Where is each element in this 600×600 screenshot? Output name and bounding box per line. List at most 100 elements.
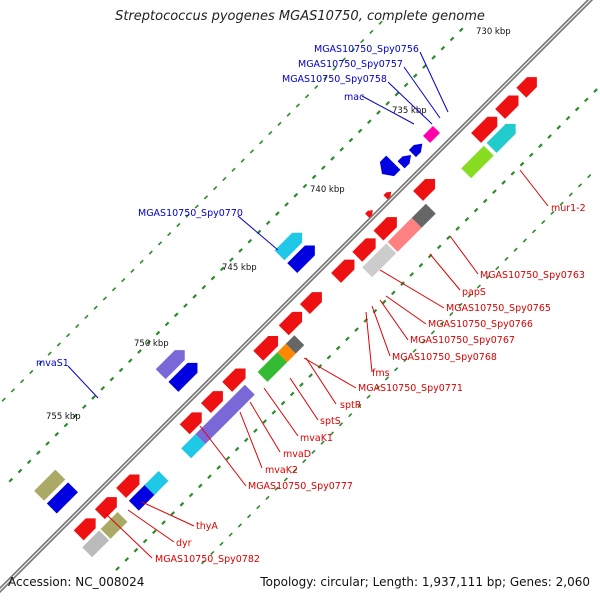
gene-label-spts[interactable]: sptS: [320, 416, 341, 427]
tick-mark: [26, 459, 32, 465]
tick-mark: [510, 170, 516, 176]
tick-mark: [409, 272, 415, 277]
gene-red-8: [300, 292, 322, 315]
gene-paps: [387, 217, 422, 252]
tick-mark: [201, 284, 207, 290]
gene-label-spy0756[interactable]: MGAS10750_Spy0756: [314, 44, 419, 55]
tick-mark: [384, 376, 390, 381]
gene-mvas1: [155, 350, 185, 380]
tick-mark: [238, 248, 243, 253]
tick-mark: [335, 345, 341, 351]
gene-label-mvas1[interactable]: mvaS1: [36, 358, 69, 369]
tick-mark: [17, 468, 23, 474]
gene-label-spy0765[interactable]: MGAS10750_Spy0765: [446, 303, 551, 314]
tick-mark: [317, 364, 323, 369]
gene-label-sptr[interactable]: sptR: [340, 400, 362, 411]
tick-mark: [1, 397, 6, 402]
gene-label-dyr[interactable]: dyr: [176, 538, 192, 549]
gene-label-paps[interactable]: papS: [462, 287, 486, 298]
tick-mark: [142, 538, 148, 544]
connector-spy0771: [303, 357, 357, 389]
tick-mark: [391, 290, 396, 296]
tick-mark: [283, 477, 288, 482]
gene-label-thya[interactable]: thyA: [196, 521, 218, 532]
connector-mac: [361, 95, 415, 125]
tick-mark: [130, 268, 135, 274]
gene-label-spy0782[interactable]: MGAS10750_Spy0782: [155, 554, 260, 565]
gene-red-7: [278, 311, 303, 336]
tick-mark: [528, 152, 534, 158]
gene-label-spy0770[interactable]: MGAS10750_Spy0770: [138, 208, 243, 219]
gene-label-spy0767[interactable]: MGAS10750_Spy0767: [410, 335, 515, 346]
tick-mark: [403, 357, 408, 363]
gene-label-mur1-2[interactable]: mur1-2: [551, 203, 586, 214]
gene-blue-3: [168, 362, 198, 392]
gene-label-spy0763[interactable]: MGAS10750_Spy0763: [480, 270, 585, 281]
kbp-label-740: 740 kbp: [310, 185, 345, 195]
tick-mark: [302, 458, 307, 464]
tick-mark: [574, 106, 580, 112]
connector-spy0763: [449, 235, 479, 275]
tick-mark: [531, 229, 537, 234]
gene-label-spy0766[interactable]: MGAS10750_Spy0766: [428, 319, 533, 330]
tick-mark: [210, 550, 215, 556]
tick-mark: [422, 64, 427, 69]
tick-mark: [197, 483, 203, 489]
tick-mark: [237, 523, 243, 528]
tick-mark: [72, 413, 78, 419]
tick-mark: [354, 327, 359, 332]
connector-spts: [289, 377, 319, 421]
gene-label-mvak2[interactable]: mvaK2: [265, 465, 298, 476]
tick-mark: [216, 465, 222, 470]
tick-mark: [381, 299, 387, 305]
connector-spy0777: [199, 425, 247, 487]
tick-mark: [152, 529, 157, 535]
tick-mark: [111, 287, 117, 292]
tick-mark: [348, 137, 354, 143]
gene-label-spy0771[interactable]: MGAS10750_Spy0771: [358, 383, 463, 394]
tick-mark: [213, 186, 218, 191]
tick-mark: [376, 110, 381, 115]
tick-mark: [173, 312, 179, 318]
gene-mur1-2: [486, 123, 516, 153]
tick-mark: [366, 394, 371, 399]
tick-mark: [139, 259, 144, 264]
tick-mark: [446, 235, 451, 241]
tick-mark: [268, 130, 273, 136]
gene-label-mac[interactable]: mac: [344, 92, 364, 103]
connector-spy0758: [387, 81, 433, 125]
tick-mark: [357, 128, 363, 134]
connector-mvak1: [263, 387, 299, 437]
tick-mark: [323, 75, 328, 80]
tick-mark: [568, 192, 573, 197]
tick-mark: [299, 382, 304, 388]
tick-mark: [54, 431, 60, 437]
gene-label-mvak1[interactable]: mvaK1: [300, 433, 333, 444]
gene-label-spy0768[interactable]: MGAS10750_Spy0768: [392, 352, 497, 363]
gene-grey-3: [82, 530, 110, 558]
gene-label-fms[interactable]: fms: [372, 368, 390, 379]
tick-mark: [275, 211, 280, 216]
gene-green-1: [461, 145, 494, 179]
gene-label-spy0777[interactable]: MGAS10750_Spy0777: [248, 481, 353, 492]
gene-red-10: [222, 368, 246, 392]
connector-mvas1: [67, 365, 99, 399]
tick-mark: [338, 422, 344, 427]
gene-label-spy0757[interactable]: MGAS10750_Spy0757: [298, 59, 403, 70]
tick-mark: [170, 511, 176, 516]
tick-mark: [348, 413, 353, 418]
tick-mark: [378, 20, 383, 25]
tick-mark: [207, 474, 212, 480]
tick-mark: [258, 140, 264, 145]
gene-mvad: [195, 384, 255, 445]
gene-label-spy0758[interactable]: MGAS10750_Spy0758: [282, 74, 387, 85]
tick-mark: [403, 82, 409, 88]
gene-spy0763: [411, 203, 436, 228]
gene-label-mvad[interactable]: mvaD: [283, 449, 311, 460]
gene-red-6: [331, 259, 355, 283]
tick-mark: [587, 174, 592, 179]
tick-mark: [81, 404, 87, 410]
tick-mark: [556, 125, 562, 130]
tick-mark: [210, 275, 216, 281]
